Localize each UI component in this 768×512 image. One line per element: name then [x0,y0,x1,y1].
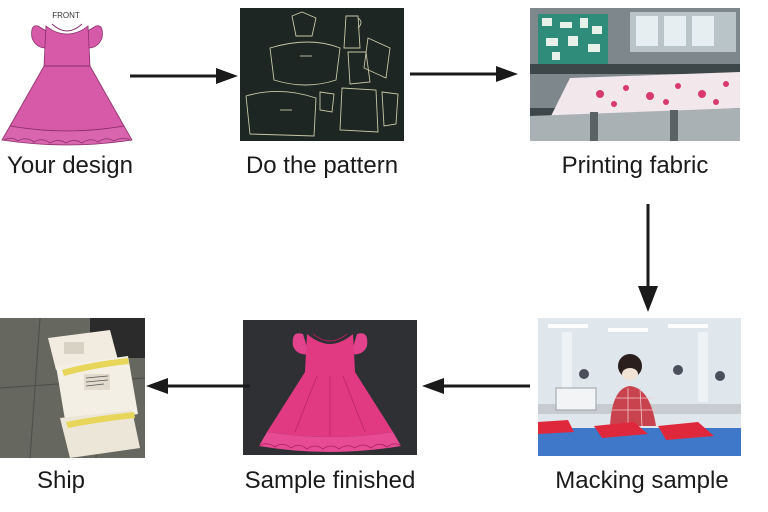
step-label-printing-fabric: Printing fabric [561,152,709,179]
design-sketch-image: FRONT [0,8,135,148]
step-label-macking-sample: Macking sample [555,467,729,494]
pattern-pieces-image [240,8,404,141]
step-label-your-design: Your design [7,152,133,179]
arrow-right-icon [130,68,238,84]
arrow-left-icon [422,378,530,394]
step-label-ship: Ship [36,467,86,494]
arrow-down-icon [638,204,658,312]
step-label-do-the-pattern: Do the pattern [245,152,399,179]
finished-dress-image [243,320,417,455]
shipping-parcels-image [0,318,145,458]
printing-fabric-image [530,8,740,141]
step-label-sample-finished: Sample finished [244,467,416,494]
sewing-workshop-image [538,318,741,456]
arrow-left-icon [146,378,250,394]
arrow-right-icon [410,66,518,82]
front-view-label: FRONT [52,11,80,20]
